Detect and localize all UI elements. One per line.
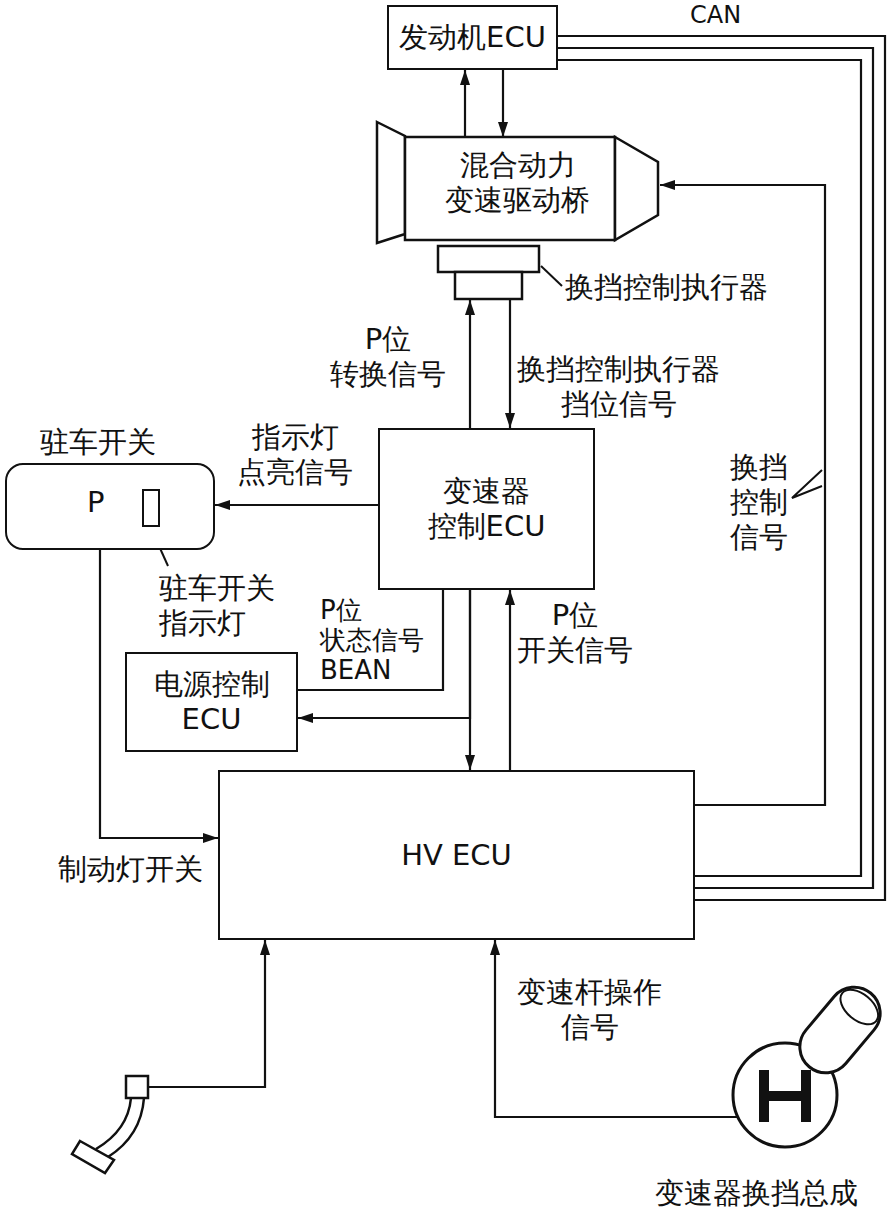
wire <box>469 300 471 428</box>
shift-lever-symbol <box>733 977 891 1147</box>
ecu-box: 变速器 控制ECU <box>378 428 595 590</box>
wire <box>509 590 511 770</box>
ecu-box: 发动机ECU <box>387 5 558 70</box>
signal-line <box>510 590 511 770</box>
wire <box>464 70 466 137</box>
signal-line <box>465 70 466 137</box>
wire <box>215 504 378 506</box>
component-group: 制动灯开关 <box>55 852 220 1172</box>
leader-line <box>792 470 822 498</box>
signal-line <box>470 300 471 428</box>
component-group: 变速器换挡总成 <box>650 970 890 1215</box>
signal-line <box>298 590 443 690</box>
label-text: 驻车开关 指示灯 <box>159 571 275 641</box>
signal-line <box>470 590 471 770</box>
component-shape: 混合动力 变速驱动桥 <box>375 120 660 245</box>
wire <box>502 70 504 137</box>
ecu-box: 驻车开关P驻车开关 指示灯 <box>5 463 215 550</box>
wire <box>495 940 737 1117</box>
signal-label: P位 状态信号 BEAN <box>318 596 426 686</box>
wire <box>298 590 470 718</box>
label-text: 混合动力 变速驱动桥 <box>445 148 590 218</box>
wire <box>469 590 471 770</box>
outline <box>437 245 540 300</box>
signal-line <box>148 940 265 1087</box>
signal-label: 指示灯 点亮信号 <box>235 420 355 490</box>
ecu-box: 电源控制 ECU <box>125 652 298 752</box>
label-text: HV ECU <box>401 838 512 873</box>
signal-label: P位 转换信号 <box>328 322 448 392</box>
wire <box>298 590 443 690</box>
signal-label: P位 开关信号 <box>515 598 635 668</box>
signal-label: CAN <box>688 2 743 30</box>
label-text: 驻车开关 <box>40 425 156 460</box>
signal-line <box>510 300 511 428</box>
ecu-box: 驻车开关 指示灯 <box>142 489 160 527</box>
wire <box>148 940 265 1087</box>
leader-line <box>541 266 562 286</box>
label-text: 变速器换挡总成 <box>655 1176 858 1211</box>
label-text: P <box>87 485 105 520</box>
ecu-box: HV ECU <box>218 770 695 940</box>
signal-line <box>495 940 737 1117</box>
signal-line <box>503 70 504 137</box>
label-text: 换挡控制执行器 <box>565 270 768 305</box>
signal-label: 变速杆操作 信号 <box>515 975 664 1045</box>
label-text: 变速器 控制ECU <box>428 474 546 544</box>
signal-label: 换挡控制执行器 挡位信号 <box>515 352 722 422</box>
signal-label: 换挡 控制 信号 <box>728 450 790 554</box>
signal-line <box>298 590 470 718</box>
label-text: 制动灯开关 <box>58 852 203 887</box>
label-text: 电源控制 ECU <box>154 667 270 737</box>
signal-line <box>215 505 378 506</box>
wire <box>509 300 511 428</box>
label-text: 发动机ECU <box>399 20 546 55</box>
brake-switch-symbol <box>72 1076 148 1173</box>
component-shape: 换挡控制执行器 <box>437 245 540 300</box>
